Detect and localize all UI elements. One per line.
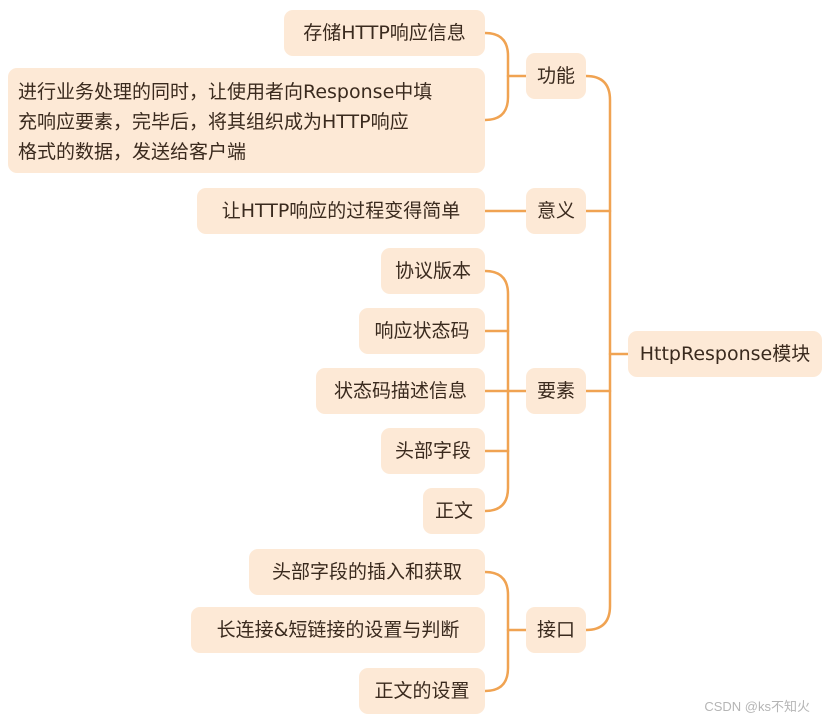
branch-label: 意义 [536,200,575,222]
leaf-connection-settings[interactable]: 长连接&短链接的设置与判断 [191,607,485,653]
leaf-simplify-http-response[interactable]: 让HTTP响应的过程变得简单 [197,188,485,234]
mindmap-root[interactable]: HttpResponse模块 [628,331,822,377]
branch-jiekou[interactable]: 接口 [526,607,586,653]
branch-label: 要素 [536,380,575,402]
leaf-header-fields[interactable]: 头部字段 [381,428,485,474]
branch-yaosu[interactable]: 要素 [526,368,586,414]
leaf-header-insert-get[interactable]: 头部字段的插入和获取 [249,549,485,595]
root-label: HttpResponse模块 [639,343,811,365]
leaf-status-code[interactable]: 响应状态码 [359,308,485,354]
leaf-status-description[interactable]: 状态码描述信息 [316,368,485,414]
branch-yiyi[interactable]: 意义 [526,188,586,234]
root-spine [584,74,612,632]
leaf-label: 头部字段的插入和获取 [271,561,462,583]
leaf-label: 让HTTP响应的过程变得简单 [221,200,461,222]
jiekou-spine [483,570,510,693]
gongneng-spine [483,31,510,122]
leaf-label: 正文的设置 [374,680,470,702]
leaf-body-settings[interactable]: 正文的设置 [359,668,485,714]
leaf-store-http-response[interactable]: 存储HTTP响应信息 [284,10,485,56]
branch-gongneng[interactable]: 功能 [526,53,586,99]
leaf-label: 长连接&短链接的设置与判断 [216,619,460,641]
leaf-protocol-version[interactable]: 协议版本 [381,248,485,294]
leaf-label: 响应状态码 [374,320,470,342]
leaf-body[interactable]: 正文 [423,488,485,534]
leaf-label: 正文 [434,500,473,522]
leaf-label: 状态码描述信息 [333,380,467,402]
leaf-label: 头部字段 [394,440,471,462]
branch-label: 接口 [536,619,575,641]
branch-label: 功能 [536,65,575,87]
leaf-label: 进行业务处理的同时，让使用者向Response中填 充响应要素，完毕后，将其组织… [18,81,433,163]
leaf-business-description[interactable]: 进行业务处理的同时，让使用者向Response中填 充响应要素，完毕后，将其组织… [8,68,485,173]
watermark: CSDN @ks不知火 [704,699,810,714]
leaf-label: 协议版本 [394,260,471,282]
leaf-label: 存储HTTP响应信息 [303,22,466,44]
